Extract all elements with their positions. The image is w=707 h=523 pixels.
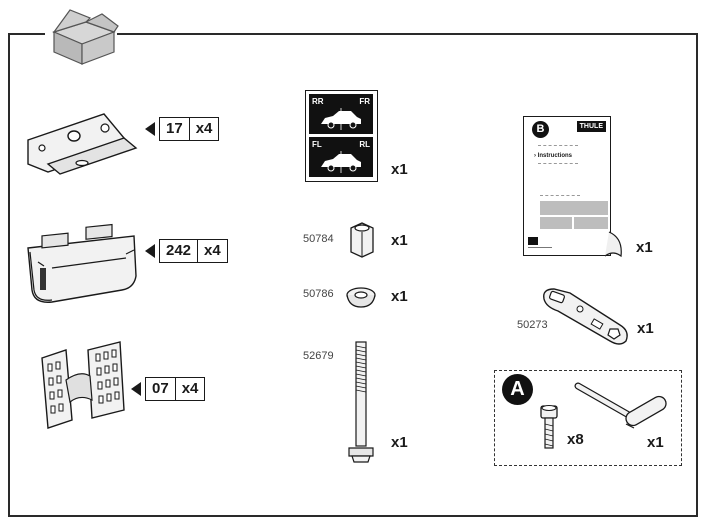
rubber-pad-icon (41, 341, 125, 429)
bracket-icon (27, 113, 138, 175)
page-curl-icon (604, 231, 622, 258)
washer-icon (346, 287, 376, 308)
hardware-set-a (494, 370, 682, 466)
set-a-badge: A (502, 374, 533, 405)
pointer-arrow-icon (145, 122, 155, 136)
part-quantity: x4 (181, 380, 199, 397)
part-number: 17 (160, 118, 190, 140)
washer-quantity: x1 (391, 288, 408, 305)
box-icon (52, 9, 119, 65)
sticker-label-rl: RL (359, 140, 370, 149)
sticker-quantity: x1 (391, 161, 408, 178)
washer-code: 50786 (303, 288, 334, 300)
part-quantity: x4 (195, 120, 213, 137)
tag-bracket: 17 x4 (145, 117, 220, 141)
car-icon (321, 108, 361, 130)
sticker-rear: RR FR (309, 94, 373, 134)
wrench-icon (543, 288, 628, 345)
instruction-manual: B Thule › Instructions (523, 116, 611, 256)
bolt-quantity: x1 (391, 434, 408, 451)
wrench-code: 50273 (517, 319, 548, 331)
tag-foot-pad: 242 x4 (145, 239, 228, 263)
part-quantity: x4 (204, 242, 221, 259)
car-icon (321, 151, 361, 173)
tag-box: 17 x4 (159, 117, 220, 141)
hex-key-quantity: x1 (647, 434, 664, 451)
tag-box: 242 x4 (159, 239, 228, 263)
manual-block (574, 217, 608, 229)
manual-mark (528, 237, 538, 245)
sticker-label-fl: FL (312, 140, 322, 149)
sticker-label-rr: RR (312, 97, 324, 106)
rule-line (538, 163, 578, 164)
rule-line (540, 195, 580, 196)
manual-block (540, 217, 572, 229)
foot-pad-icon (27, 223, 137, 303)
manual-quantity: x1 (636, 239, 653, 256)
kit-frame (8, 33, 698, 517)
pointer-arrow-icon (145, 244, 155, 258)
sticker-front: FL RL (309, 137, 373, 177)
rule-line (528, 247, 552, 248)
part-number: 242 (160, 240, 199, 262)
hex-nut-icon (350, 222, 374, 258)
manual-title-text: Instructions (537, 153, 573, 159)
manual-badge: B (532, 121, 549, 138)
sticker-label-fr: FR (359, 97, 370, 106)
tag-box: 07 x4 (145, 377, 206, 401)
tag-rubber-pad: 07 x4 (131, 377, 206, 401)
manual-block (540, 201, 608, 215)
pointer-arrow-icon (131, 382, 141, 396)
wrench-quantity: x1 (637, 320, 654, 337)
part-number: 07 (146, 378, 176, 400)
nut-quantity: x1 (391, 232, 408, 249)
nut-code: 50784 (303, 233, 334, 245)
screw-quantity: x8 (567, 431, 584, 448)
sticker-sheet: RR FR FL RL (305, 90, 378, 182)
bolt-icon (348, 341, 374, 463)
hex-key-icon (574, 382, 667, 429)
screw-icon (540, 405, 558, 449)
bolt-code: 52679 (303, 350, 334, 362)
brand-logo: Thule (576, 121, 606, 132)
manual-title: › Instructions (534, 153, 573, 159)
rule-line (538, 145, 578, 146)
